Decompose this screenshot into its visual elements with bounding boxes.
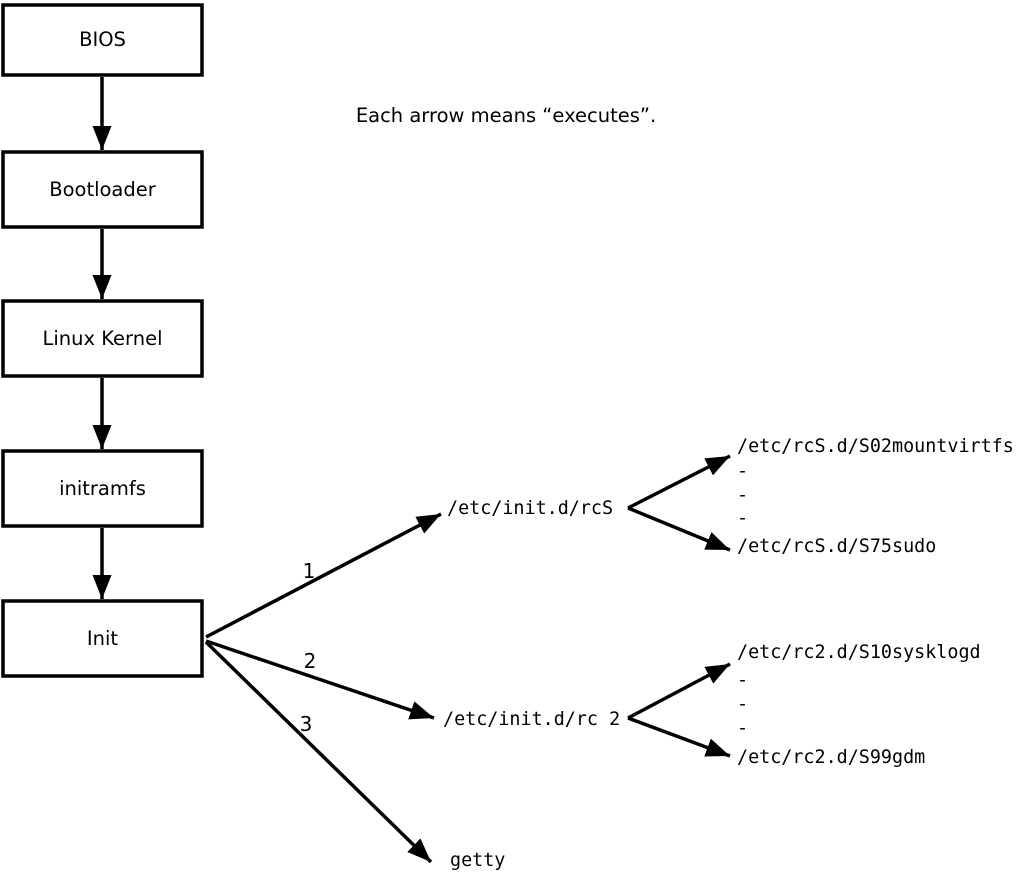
rc2-dash-3: - — [737, 718, 748, 739]
rcs-dash-2: - — [737, 485, 748, 506]
node-initramfs-box — [1, 449, 204, 528]
rc2-first-child: /etc/rc2.d/S10sysklogd — [737, 642, 981, 663]
arrow-rc2-to-last — [627, 716, 731, 758]
rcs-first-child: /etc/rcS.d/S02mountvirtfs — [737, 436, 1014, 457]
node-init-label: Init — [87, 627, 119, 650]
rc2-dash-2: - — [737, 694, 748, 715]
node-init: Init — [1, 599, 204, 678]
node-bootloader: Bootloader — [1, 150, 204, 229]
node-bios-box — [1, 3, 204, 77]
node-bios: BIOS — [1, 3, 204, 77]
note-text: Each arrow means “executes”. — [356, 104, 656, 127]
script-getty: getty — [450, 850, 505, 871]
node-linux-kernel: Linux Kernel — [1, 299, 204, 378]
rc2-dash-1: - — [737, 670, 748, 691]
node-bootloader-box — [1, 150, 204, 229]
arrow-rcs-to-first — [627, 454, 731, 510]
node-initramfs: initramfs — [1, 449, 204, 528]
node-bootloader-label: Bootloader — [49, 178, 157, 201]
rcs-dash-3: - — [737, 508, 748, 529]
script-rc2: /etc/init.d/rc 2 — [443, 709, 620, 730]
node-linux-kernel-box — [1, 299, 204, 378]
arrow-rc2-to-first — [627, 662, 731, 720]
node-initramfs-label: initramfs — [59, 477, 146, 500]
rc2-last-child: /etc/rc2.d/S99gdm — [737, 747, 925, 768]
arrow-init-to-rcs — [205, 512, 442, 639]
script-rcs: /etc/init.d/rcS — [447, 498, 613, 519]
arrow-rcs-to-last — [627, 506, 731, 552]
node-linux-kernel-label: Linux Kernel — [43, 327, 163, 350]
arrow-init-to-rc2 — [205, 639, 435, 720]
edge-label-3: 3 — [300, 712, 313, 736]
edge-label-2: 2 — [304, 649, 317, 673]
node-bios-label: BIOS — [79, 28, 126, 51]
arrow-init-to-getty — [204, 640, 433, 864]
node-init-box — [1, 599, 204, 678]
rcs-dash-1: - — [737, 461, 748, 482]
rcs-last-child: /etc/rcS.d/S75sudo — [737, 536, 936, 557]
edge-label-1: 1 — [303, 559, 316, 583]
